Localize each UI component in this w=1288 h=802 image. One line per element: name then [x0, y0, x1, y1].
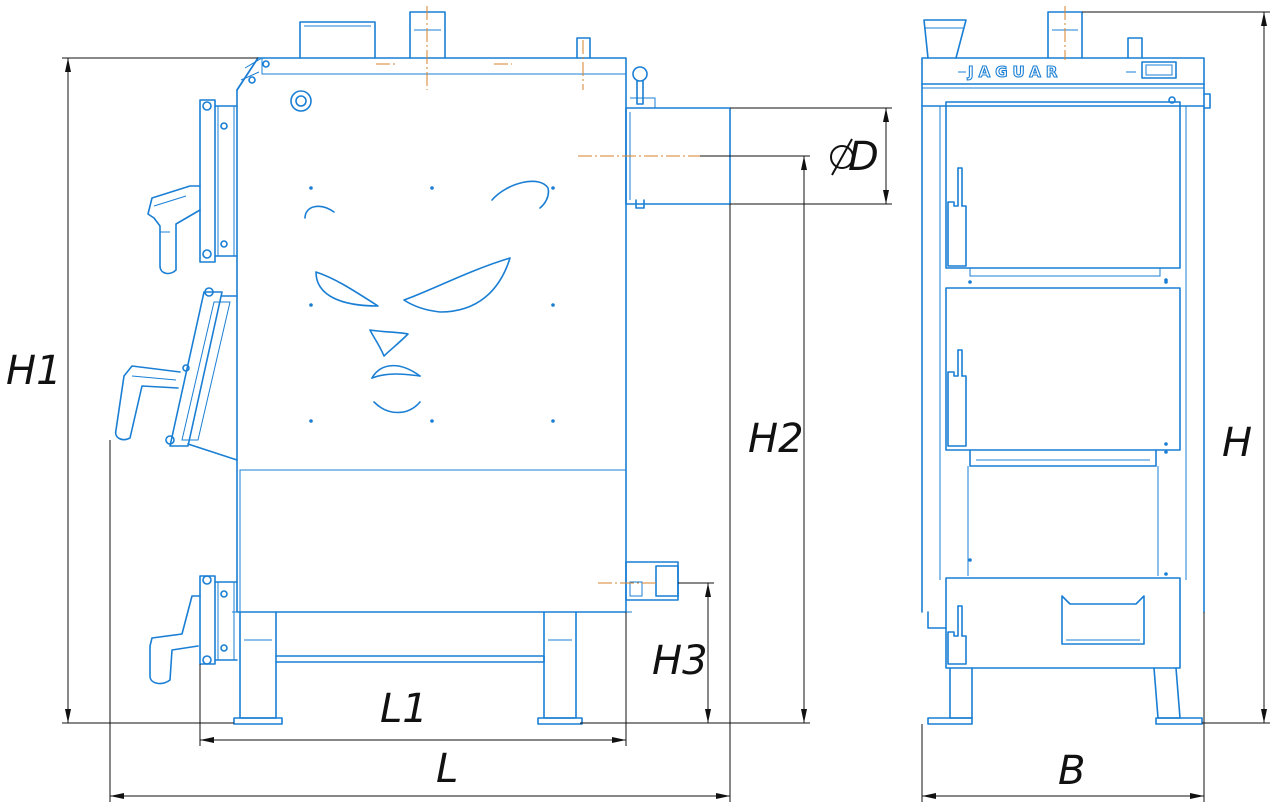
dim-label-h2: H2 — [748, 416, 804, 462]
dim-label-h: H — [1222, 420, 1252, 466]
dim-label-l1: L1 — [380, 686, 428, 732]
dimension-lines — [62, 11, 1270, 802]
dim-label-b: B — [1058, 748, 1085, 794]
front-legs — [927, 667, 1203, 725]
dim-label-l: L — [436, 746, 458, 792]
dimension-labels: H1 H2 H3 D L1 L H B — [6, 134, 1252, 794]
front-middle-door — [945, 280, 1181, 467]
return-connection — [625, 561, 679, 601]
dim-label-diameter: D — [830, 134, 879, 180]
jaguar-face-decoration — [304, 180, 555, 423]
lower-door-side — [149, 575, 238, 685]
center-axes-side — [376, 6, 700, 584]
logo-text: JAGUAR — [967, 63, 1062, 81]
flue-outlet — [625, 107, 731, 209]
dim-label-h3: H3 — [652, 638, 708, 684]
front-lower-panel — [927, 466, 1181, 669]
front-view: JAGUAR — [921, 6, 1211, 725]
front-body — [921, 93, 1211, 613]
dim-label-d: D — [848, 134, 879, 180]
top-pipes-side — [299, 11, 591, 59]
legs-side — [233, 611, 583, 725]
front-upper-door — [945, 101, 1181, 284]
middle-door-side — [114, 287, 238, 461]
diameter-symbol-icon — [830, 145, 854, 169]
front-top-pipes — [923, 11, 1143, 59]
inspection-port — [290, 90, 312, 112]
front-top-panel: JAGUAR — [921, 57, 1205, 107]
boiler-body-side — [232, 57, 632, 613]
dim-label-h1: H1 — [6, 348, 62, 394]
thermometer-knob — [630, 66, 656, 109]
upper-door-side — [147, 99, 238, 275]
side-view — [114, 6, 731, 725]
